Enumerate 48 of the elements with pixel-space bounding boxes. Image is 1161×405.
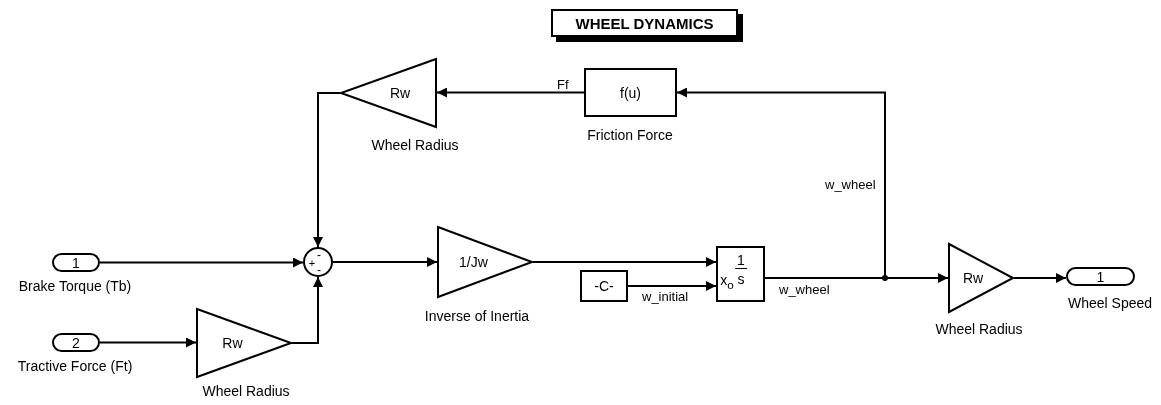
block-name: Brake Torque (Tb) bbox=[18, 279, 132, 293]
function-block bbox=[584, 68, 677, 117]
signal-line bbox=[532, 257, 717, 267]
block-label: x$_{o}$ bbox=[720, 273, 734, 291]
block-name: Wheel Speed bbox=[1067, 296, 1153, 310]
signal-line bbox=[627, 281, 717, 291]
sign-label: + bbox=[308, 257, 316, 269]
signal-label: Ff bbox=[556, 78, 570, 91]
sign-label: - bbox=[317, 249, 321, 261]
signal-label: w_wheel bbox=[824, 178, 877, 191]
signal-line bbox=[676, 87, 886, 279]
signal-line bbox=[332, 257, 438, 267]
signal-label: w_initial bbox=[641, 290, 690, 303]
sign-label: - bbox=[317, 264, 321, 276]
block-name: Inverse of Inertia bbox=[424, 309, 530, 323]
block-name: Wheel Radius bbox=[371, 138, 459, 152]
gain-block bbox=[196, 308, 292, 378]
signal-line bbox=[291, 276, 323, 344]
signal-label: w_wheel bbox=[778, 283, 831, 296]
block-name: Wheel Radius bbox=[935, 322, 1023, 336]
block-name: Tractive Force (Ft) bbox=[17, 359, 133, 373]
sum-block bbox=[303, 247, 333, 277]
block-name: Friction Force bbox=[587, 128, 673, 142]
port-number: 2 bbox=[72, 335, 80, 350]
signal-line bbox=[1013, 273, 1067, 283]
gain-label: Rw bbox=[222, 336, 243, 350]
gain-label: Rw bbox=[390, 86, 411, 100]
block-label: -C- bbox=[594, 279, 614, 293]
gain-block bbox=[437, 226, 533, 298]
port-number: 1 bbox=[72, 255, 80, 270]
block-label: s bbox=[737, 272, 745, 286]
port-number: 1 bbox=[1096, 269, 1105, 284]
signal-line bbox=[99, 337, 197, 348]
block-label: f(u) bbox=[620, 85, 641, 100]
gain-block bbox=[340, 58, 437, 128]
gain-label: 1/Jw bbox=[459, 255, 488, 269]
signal-line bbox=[436, 87, 585, 98]
signal-line bbox=[99, 257, 304, 268]
function-block bbox=[716, 246, 765, 302]
port-block bbox=[52, 333, 100, 352]
gain-block bbox=[948, 243, 1014, 313]
port-block bbox=[52, 253, 100, 272]
port-block bbox=[1066, 267, 1135, 286]
block-label: 1 bbox=[735, 253, 747, 269]
gain-label: Rw bbox=[962, 271, 984, 285]
signal-line bbox=[313, 92, 341, 248]
function-block bbox=[580, 270, 628, 302]
block-name: Wheel Radius bbox=[202, 384, 290, 398]
